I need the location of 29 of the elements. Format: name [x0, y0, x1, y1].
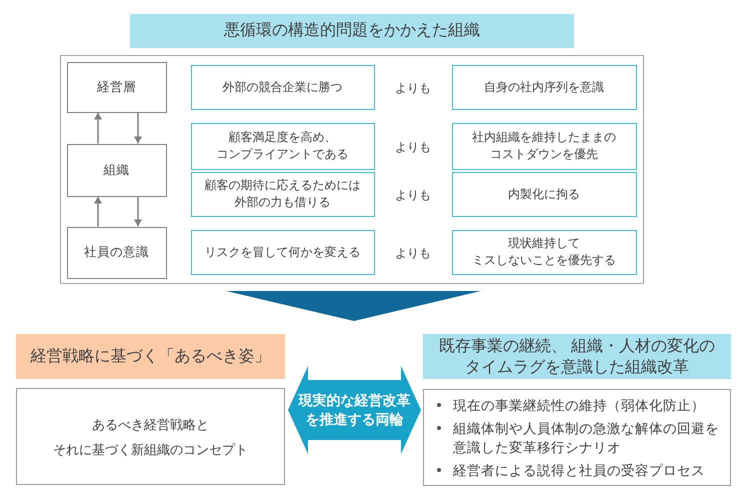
arrow [134, 112, 142, 144]
arrow [94, 112, 102, 144]
comparison-label: よりも [395, 244, 431, 260]
label-box: 社員の意識 [66, 226, 166, 278]
statement-box: リスクを冒して何かを変える [190, 230, 374, 274]
arrow [94, 196, 102, 226]
statement-box: 社内組織を維持したままのコストダウンを優先 [452, 122, 636, 170]
heading-band: 経営戦略に基づく「あるべき姿」 [16, 334, 285, 379]
statement-box: 現状維持してミスしないことを優先する [452, 230, 636, 274]
panel-frame [60, 55, 644, 284]
statement-box: 顧客満足度を高め、コンプライアントである [190, 122, 374, 170]
double-arrow: 現実的な経営改革を推進する両輪 [288, 366, 421, 454]
statement-box: 顧客の期待に応えるためには外部の力も借りる [190, 172, 374, 216]
comparison-label: よりも [395, 186, 431, 202]
comparison-label: よりも [395, 138, 431, 154]
list-item: 経営者による説得と社員の受容プロセス [453, 462, 705, 480]
heading-band: 悪循環の構造的問題をかかえた組織 [130, 14, 574, 48]
statement-box: 自身の社内序列を意識 [452, 64, 636, 110]
label-box: 組織 [66, 144, 166, 196]
list-item: 組織体制や人員体制の急激な解体の回避を意識した変革移行シナリオ [453, 420, 719, 456]
statement-box: 内製化に拘る [452, 172, 636, 216]
statement-box: 外部の競合企業に勝つ [190, 64, 374, 110]
arrow [134, 196, 142, 226]
text-box: あるべき経営戦略とそれに基づく新組織のコンセプト [16, 388, 285, 485]
list-item: 現在の事業継続性の維持（弱体化防止） [453, 396, 705, 414]
list-box [423, 389, 731, 486]
heading-band: 既存事業の継続、 組織・人材の変化のタイムラグを意識した組織改革 [423, 334, 731, 379]
label-box: 経営層 [66, 62, 166, 112]
comparison-label: よりも [395, 80, 431, 96]
